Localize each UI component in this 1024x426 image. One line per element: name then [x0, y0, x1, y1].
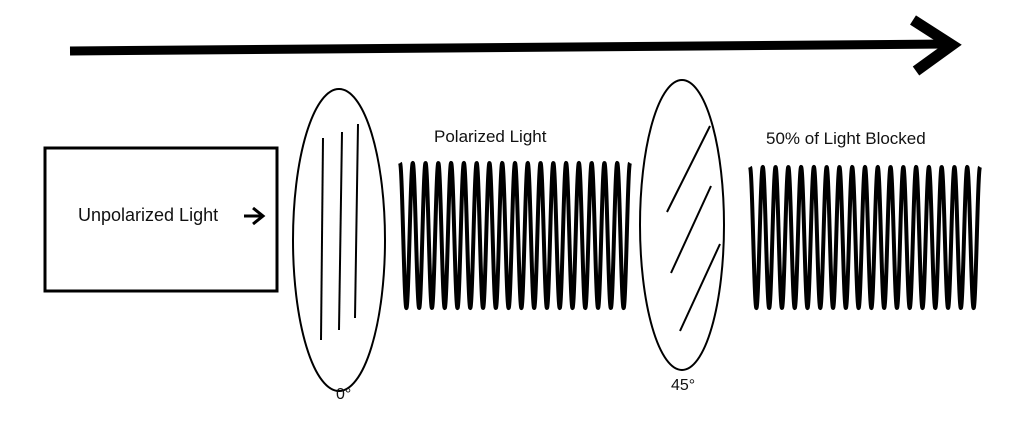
light-source-box	[43, 146, 279, 293]
polarized-light-wave	[398, 161, 632, 310]
polarized-light-label: Polarized Light	[434, 127, 547, 146]
blocked-light-wave	[748, 165, 982, 310]
polarizer-45-deg	[639, 79, 725, 371]
polarizer-45-angle-label: 45°	[671, 377, 696, 394]
unpolarized-light-label: Unpolarized Light	[78, 205, 219, 225]
source-arrow-icon	[244, 206, 266, 226]
light-blocked-label: 50% of Light Blocked	[766, 129, 926, 148]
polarizer-0-angle-label: 0°	[336, 386, 352, 403]
polarizer-0-deg	[292, 88, 386, 392]
direction-arrow-icon	[69, 15, 962, 76]
